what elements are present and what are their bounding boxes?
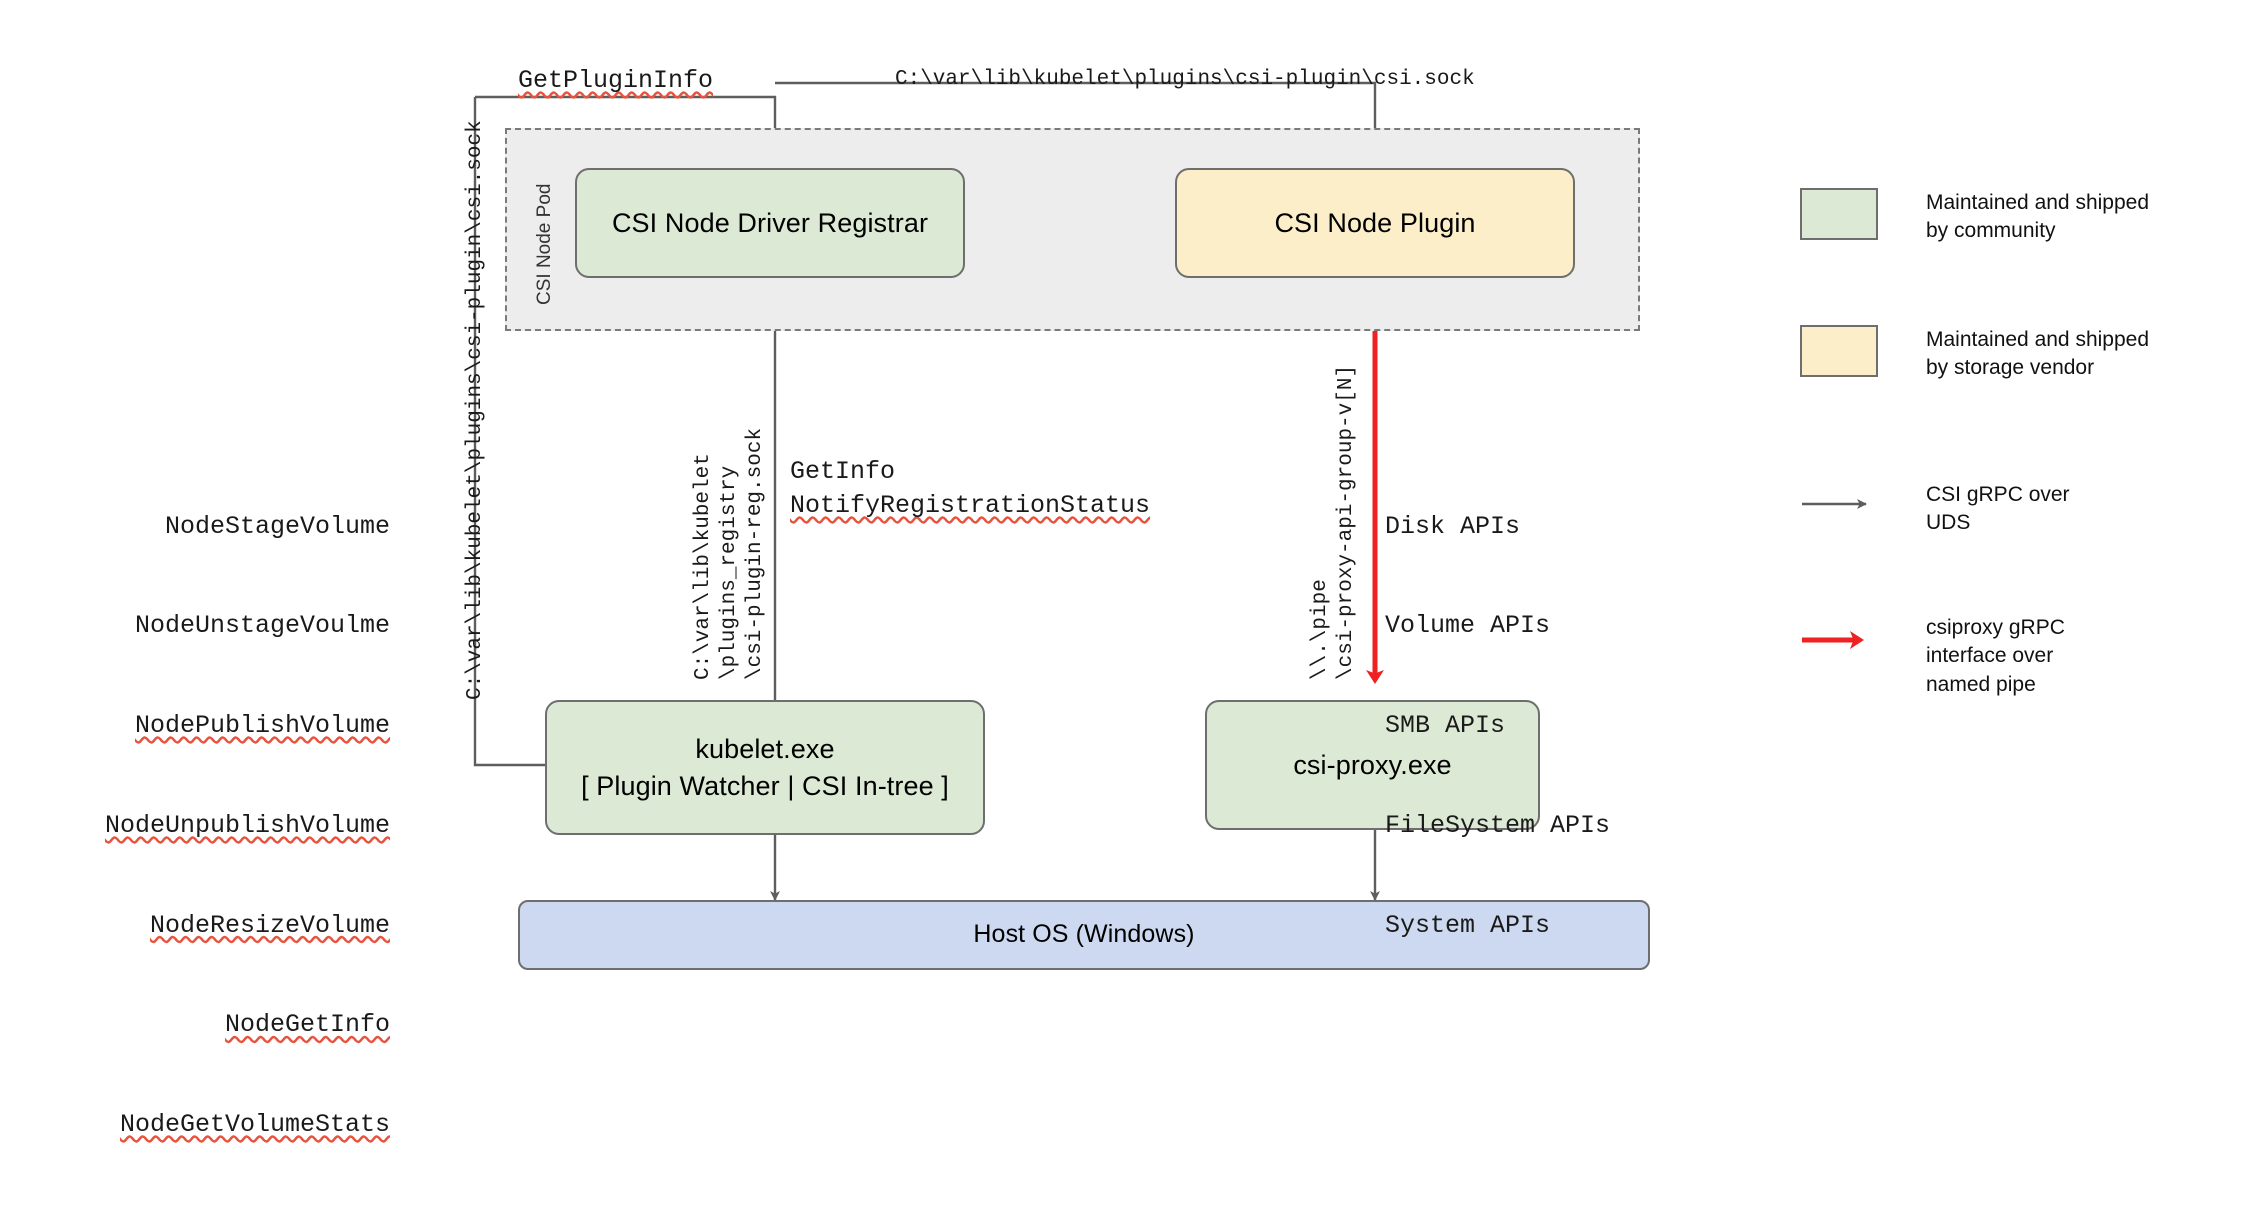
legend-line: interface over — [1926, 644, 2054, 668]
api-list-item: FileSystem APIs — [1385, 810, 1611, 840]
legend-label-csiproxy-grpc: csiproxy gRPC interface over named pipe — [1926, 614, 2065, 699]
label-getinfo: GetInfo — [790, 457, 896, 486]
legend-swatch-community — [1800, 188, 1878, 240]
node-label: Host OS (Windows) — [973, 920, 1195, 949]
node-csi-proxy-exe[interactable]: csi-proxy.exe — [1205, 700, 1540, 830]
api-list-item: NodeUnstageVoulme — [134, 611, 390, 641]
node-kubelet-exe[interactable]: kubelet.exe [ Plugin Watcher | CSI In-tr… — [545, 700, 985, 835]
label-registry-path-line2: \plugins_registry — [718, 465, 741, 680]
legend-item-community: Maintained and shipped by community — [1800, 188, 2149, 246]
api-list-item: Volume APIs — [1385, 611, 1551, 641]
legend-line: CSI gRPC over — [1926, 483, 2070, 506]
node-label: csi-proxy.exe — [1293, 749, 1452, 780]
label-registry-path-line1: C:\var\lib\kubelet — [692, 453, 715, 680]
legend-label-csi-grpc: CSI gRPC over UDS — [1926, 480, 2070, 538]
kubelet-label-line1: kubelet.exe — [695, 734, 835, 765]
diagram-canvas: CSI Node Pod CSI Node Driver Registrar C… — [105, 66, 2149, 1139]
label-registry-path-line3: \csi-plugin-reg.sock — [744, 427, 767, 680]
legend-line: Maintained and shipped — [1926, 191, 2150, 214]
api-list-item: Disk APIs — [1385, 511, 1521, 541]
legend-line: by community — [1926, 219, 2056, 243]
label-named-pipe-line2: \csi-proxy-api-group-v[N] — [1335, 364, 1358, 680]
legend-item-csiproxy-grpc: csiproxy gRPC interface over named pipe — [1800, 614, 2065, 699]
api-list-item: System APIs — [1385, 910, 1551, 940]
api-list-item: SMB APIs — [1385, 711, 1506, 740]
node-csi-node-plugin[interactable]: CSI Node Plugin — [1175, 168, 1575, 278]
label-csi-sock-path-top: C:\var\lib\kubelet\plugins\csi-plugin\cs… — [895, 68, 1475, 91]
api-list-item: NodeGetVolumeStats — [119, 1110, 390, 1139]
legend-line: UDS — [1926, 511, 1971, 535]
api-list-item: NodeGetInfo — [224, 1010, 390, 1040]
api-list-item: NodeResizeVolume — [149, 910, 390, 940]
api-list-item: NodeStageVolume — [164, 511, 390, 541]
legend-line: by storage vendor — [1926, 356, 2095, 380]
node-csi-node-driver-registrar[interactable]: CSI Node Driver Registrar — [575, 168, 965, 278]
api-list-item: NodeUnpublishVolume — [104, 810, 390, 840]
label-named-pipe-line1: \\.\pipe — [1309, 579, 1332, 680]
legend-line: csiproxy gRPC — [1926, 616, 2065, 639]
kubelet-label: kubelet.exe [ Plugin Watcher | CSI In-tr… — [571, 731, 959, 804]
csi-proxy-api-list: Disk APIs Volume APIs SMB APIs FileSyste… — [1385, 443, 1610, 1008]
csi-node-pod-label: CSI Node Pod — [534, 183, 555, 305]
kubelet-label-line2: [ Plugin Watcher | CSI In-tree ] — [581, 770, 949, 801]
legend-item-vendor: Maintained and shipped by storage vendor — [1800, 325, 2149, 383]
legend-item-csi-grpc: CSI gRPC over UDS — [1800, 480, 2070, 538]
legend-line: Maintained and shipped — [1926, 328, 2150, 351]
label-notify-registration-status: NotifyRegistrationStatus — [790, 491, 1151, 520]
legend-label-community: Maintained and shipped by community — [1926, 188, 2149, 246]
legend-label-vendor: Maintained and shipped by storage vendor — [1926, 325, 2149, 383]
legend-arrow-red-icon — [1800, 614, 1878, 666]
node-label: CSI Node Driver Registrar — [611, 207, 929, 238]
label-csi-sock-path-vertical: C:\var\lib\kubelet\plugins\csi-plugin\cs… — [464, 120, 487, 700]
legend-line: named pipe — [1926, 672, 2036, 696]
label-getplugininfo: GetPluginInfo — [518, 66, 714, 95]
node-host-os[interactable]: Host OS (Windows) — [518, 900, 1650, 970]
csi-node-api-list: NodeStageVolume NodeUnstageVoulme NodePu… — [60, 443, 390, 1208]
api-list-item: NodePublishVolume — [134, 711, 390, 740]
legend-arrow-gray-icon — [1800, 480, 1878, 532]
node-label: CSI Node Plugin — [1274, 207, 1476, 238]
legend-swatch-vendor — [1800, 325, 1878, 377]
